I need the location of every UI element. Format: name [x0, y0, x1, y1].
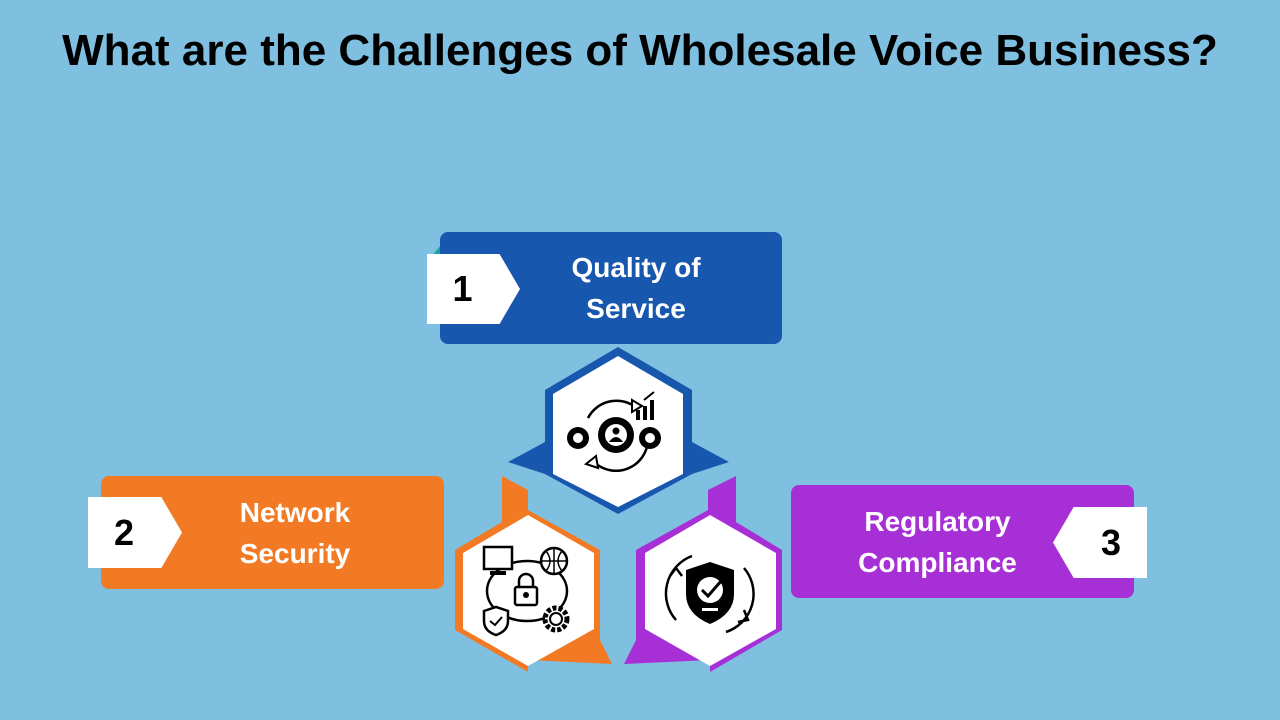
- step-1-card: Quality of Service: [440, 232, 782, 344]
- step-1-label: Quality of Service: [571, 252, 701, 324]
- step-3-number: 3: [1100, 521, 1122, 563]
- step-2-label: Network Security: [239, 496, 351, 569]
- step-3-label: Regulatory Compliance: [858, 505, 1017, 578]
- step-2-number-badge: 2: [88, 497, 182, 568]
- step-1-number-badge: 1: [427, 254, 520, 324]
- step-2-number: 2: [113, 511, 135, 553]
- step-3-number-badge: 3: [1053, 507, 1147, 578]
- step-3-card: Regulatory Compliance: [791, 485, 1134, 598]
- page-title: What are the Challenges of Wholesale Voi…: [62, 26, 1218, 75]
- shield-check-cycle-icon: [664, 554, 755, 634]
- gears-user-growth-icon: [567, 391, 661, 473]
- network-lock-security-icon: [482, 545, 570, 637]
- step-1-number: 1: [452, 268, 473, 309]
